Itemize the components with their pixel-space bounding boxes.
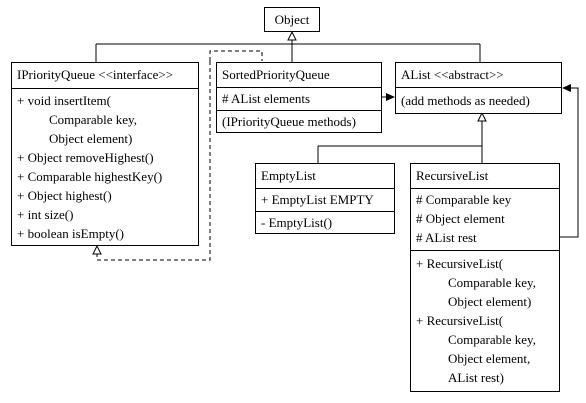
realization-arrowhead — [92, 244, 102, 255]
attr-elements: # AList elements — [222, 91, 311, 106]
class-sortedpriorityqueue: SortedPriorityQueue # AList elements (IP… — [216, 62, 382, 133]
op-emptylist-ctor: - EmptyList() — [261, 215, 333, 230]
op-highest: + Object highest() — [17, 188, 112, 203]
inherit-arrowhead-alist — [477, 111, 487, 122]
class-recursivelist-name: RecursiveList — [416, 168, 489, 183]
op-recursivelist-ctor-1: + RecursiveList( — [416, 256, 504, 271]
class-emptylist-name: EmptyList — [261, 168, 316, 183]
op-ctor-1-param-element: Object element) — [448, 294, 532, 309]
op-highestkey: + Comparable highestKey() — [17, 169, 163, 184]
composition-line-rest — [551, 87, 579, 238]
attr-empty: + EmptyList EMPTY — [261, 192, 374, 207]
class-sortedpriorityqueue-name: SortedPriorityQueue — [222, 67, 330, 82]
op-insertitem-param-key: Comparable key, — [49, 112, 137, 127]
class-object-name: Object — [274, 12, 310, 27]
op-ctor-2-param-rest: AList rest) — [448, 370, 504, 385]
op-ipriorityqueue-methods: (IPriorityQueue methods) — [222, 114, 356, 129]
op-insertitem: + void insertItem( — [17, 93, 111, 108]
realization-line-return — [96, 61, 211, 261]
class-ipriorityqueue-name: IPriorityQueue <<interface>> — [17, 67, 174, 82]
op-ctor-2-param-element: Object element, — [448, 351, 531, 366]
class-recursivelist: RecursiveList # Comparable key # Object … — [410, 163, 560, 392]
class-alist-name: AList <<abstract>> — [401, 67, 504, 82]
composition-arrowhead-alist — [386, 93, 395, 101]
attr-key: # Comparable key — [416, 192, 512, 207]
op-ctor-2-param-key: Comparable key, — [448, 332, 536, 347]
op-add-methods: (add methods as needed) — [401, 93, 530, 108]
class-ipriorityqueue-ops: + void insertItem( Comparable key, Objec… — [12, 88, 198, 245]
op-removehighest: + Object removeHighest() — [17, 150, 154, 165]
attr-rest: # AList rest — [416, 230, 477, 245]
realization-line — [209, 50, 263, 61]
composition-arrowhead-rest — [562, 84, 571, 92]
class-ipriorityqueue: IPriorityQueue <<interface>> + void inse… — [11, 62, 199, 246]
class-object: Object — [264, 7, 320, 32]
class-emptylist: EmptyList + EmptyList EMPTY - EmptyList(… — [255, 163, 395, 234]
op-insertitem-param-element: Object element) — [49, 131, 133, 146]
op-size: + int size() — [17, 207, 74, 222]
op-recursivelist-ctor-2: + RecursiveList( — [416, 313, 504, 328]
op-ctor-1-param-key: Comparable key, — [448, 275, 536, 290]
class-alist: AList <<abstract>> (add methods as neede… — [395, 62, 562, 114]
attr-element: # Object element — [416, 211, 505, 226]
op-isempty: + boolean isEmpty() — [17, 226, 124, 241]
inherit-arrowhead-object — [287, 30, 297, 41]
